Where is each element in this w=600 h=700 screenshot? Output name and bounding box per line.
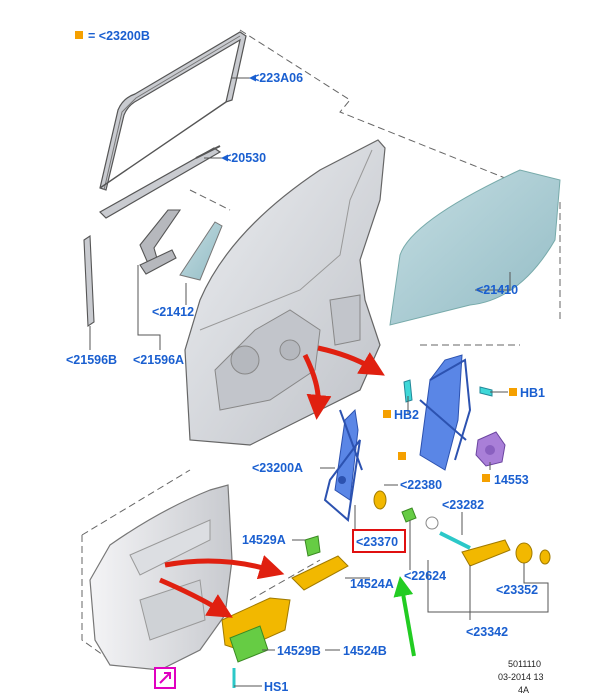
label-22380: <22380 <box>400 478 442 492</box>
label-HS1: HS1 <box>264 680 288 694</box>
run-channel-front <box>139 209 182 275</box>
footer-ref: 4A <box>518 685 529 695</box>
door-glass <box>389 169 561 326</box>
label-14529A: 14529A <box>242 533 286 547</box>
orange-square-icon <box>509 388 517 396</box>
legend: = <23200B <box>75 29 150 43</box>
label-20530: <20530 <box>224 151 266 165</box>
orange-square-icon <box>383 410 391 418</box>
handle-clip <box>401 507 439 530</box>
window-regulator-right <box>419 354 472 471</box>
label-HB1: HB1 <box>520 386 545 400</box>
label-22624: <22624 <box>404 569 446 583</box>
dashed-guide-lines <box>81 29 561 661</box>
switch-a <box>304 535 321 557</box>
switch-bezel-a <box>291 555 349 591</box>
leader-lines <box>89 74 549 687</box>
label-223A06: <223A06 <box>252 71 303 85</box>
label-23282: <23282 <box>442 498 484 512</box>
label-21412: <21412 <box>152 305 194 319</box>
window-frame-channel <box>99 31 247 191</box>
inside-door-handle <box>461 539 551 567</box>
label-14529B: 14529B <box>277 644 321 658</box>
label-23352: <23352 <box>496 583 538 597</box>
run-channel-rear <box>83 235 95 327</box>
label-23200A: <23200A <box>252 461 303 475</box>
part-labels: <223A06 <20530 <21412 <21410 <21596B <21… <box>66 71 545 694</box>
bolt-hb1 <box>479 386 493 397</box>
legend-text: = <23200B <box>88 29 150 43</box>
label-21596A: <21596A <box>133 353 184 367</box>
footer-code: 5011110 <box>508 659 541 669</box>
label-21410: <21410 <box>476 283 518 297</box>
red-arrows <box>159 345 385 618</box>
quarter-glass <box>179 221 223 281</box>
label-14553: 14553 <box>494 473 529 487</box>
bolt-hb2 <box>403 379 413 403</box>
label-14524A: 14524A <box>350 577 394 591</box>
door-trim-panel <box>89 484 233 671</box>
footer-date: 03-2014 13 <box>498 672 544 682</box>
label-21596B: <21596B <box>66 353 117 367</box>
label-14524B: 14524B <box>343 644 387 658</box>
orange-square-icon <box>75 31 83 39</box>
door-shell <box>184 139 386 446</box>
handle-bushing <box>373 490 387 510</box>
belt-moulding <box>99 145 222 219</box>
green-arrow <box>393 576 416 657</box>
label-HB2: HB2 <box>394 408 419 422</box>
external-link-arrow-icon[interactable] <box>154 667 176 689</box>
orange-markers <box>383 388 517 482</box>
orange-square-icon <box>482 474 490 482</box>
actuator-rod <box>439 531 471 550</box>
highlight-box-23370 <box>352 529 406 553</box>
label-23342: <23342 <box>466 625 508 639</box>
orange-square-icon <box>398 452 406 460</box>
window-regulator-left <box>323 408 363 522</box>
diagram-footer: 5011110 03-2014 13 4A <box>498 659 544 695</box>
window-motor <box>475 431 506 467</box>
label-23370: <23370 <box>356 535 398 549</box>
